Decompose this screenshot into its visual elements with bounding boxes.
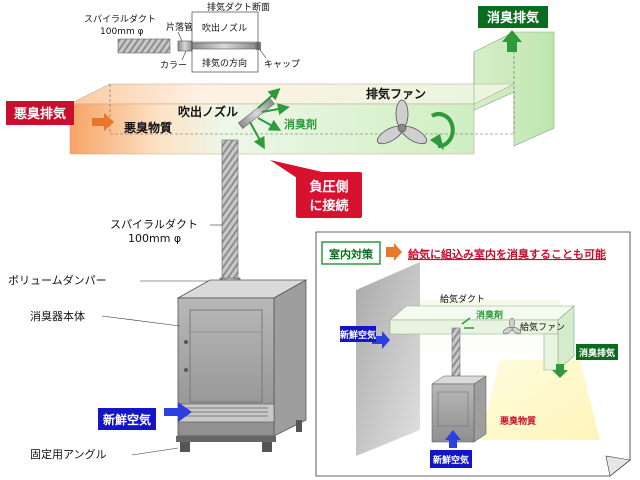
negative-pressure-line2: に接続 (309, 198, 348, 214)
room-fresh-air-left: 新鮮空気 (340, 329, 376, 341)
supply-duct-label: 給気ダクト (440, 293, 485, 305)
exhaust-fan-label: 排気ファン (366, 86, 426, 101)
deodorized-exhaust-badge (478, 6, 548, 28)
room-fan-icon (502, 317, 522, 335)
room-countermeasure-box: 室内対策 給気に組込み室内を消臭することも可能 給気ダクト 消臭剤 給気ファン (315, 231, 631, 477)
spray-arrows-icon (238, 88, 290, 150)
negative-pressure-badge (296, 172, 362, 218)
negative-pressure-line1: 負圧側 (309, 179, 348, 195)
arrow-right-icon (92, 113, 114, 131)
room-headline: 給気に組込み室内を消臭することも可能 (408, 247, 606, 261)
spiral-duct-label: スパイラルダクト (110, 217, 198, 231)
inset-nozzle-label: 吹出ノズル (202, 22, 247, 34)
inset-piece-pipe-label: 片落管 (166, 21, 193, 33)
fixing-angle-label: 固定用アングル (30, 447, 107, 461)
deodorized-exhaust-label: 消臭排気 (487, 10, 539, 26)
inset-spiral-duct (117, 38, 171, 54)
inset-collar-label: カラー (160, 60, 187, 71)
nozzle-label: 吹出ノズル (178, 104, 238, 119)
volume-damper-label: ボリュームダンパー (8, 273, 107, 287)
rotation-arrow-icon (430, 112, 455, 150)
fresh-air-badge (98, 408, 156, 430)
inset-cap (256, 42, 261, 50)
room-deodorant-label: 消臭剤 (476, 309, 503, 321)
inset-section-title: 排気ダクト断面 (207, 1, 270, 13)
deodorizer-unit (176, 279, 308, 452)
room-deodorized-exhaust: 消臭排気 (579, 347, 615, 359)
room-fresh-air-bottom: 新鮮空気 (433, 454, 469, 466)
inset-spiral-size-label: 100mm φ (100, 27, 144, 37)
malodor-exhaust-badge (6, 101, 74, 125)
fresh-air-label: 新鮮空気 (103, 412, 151, 427)
supply-fan-label: 給気ファン (520, 321, 565, 333)
spiral-duct-size-label: 100mm φ (128, 232, 181, 245)
exhaust-duct (69, 31, 555, 155)
malodor-substance-label: 悪臭物質 (124, 120, 172, 135)
room-malodor-substance: 悪臭物質 (500, 415, 536, 427)
arrow-up-icon (502, 30, 522, 52)
fresh-air-arrow-icon (164, 402, 192, 422)
fan-icon (376, 99, 428, 145)
duct-section-inset: スパイラルダクト 100mm φ 片落管 排気ダクト断面 吹出ノズル カラー 排… (84, 1, 300, 73)
malodor-exhaust-label: 悪臭排気 (14, 106, 66, 122)
inset-cap-label: キャップ (264, 59, 300, 70)
inset-reducer (177, 40, 193, 52)
unit-body-label: 消臭器本体 (30, 309, 85, 323)
room-badge-label: 室内対策 (329, 247, 374, 261)
inset-nozzle-pipe (191, 42, 257, 50)
inset-spiral-duct-label: スパイラルダクト (84, 13, 156, 25)
deodorant-label: 消臭剤 (284, 117, 317, 131)
spiral-duct (221, 139, 239, 285)
inset-exhaust-direction-label: 排気の方向 (202, 57, 247, 69)
headline-arrow-icon (386, 243, 402, 261)
